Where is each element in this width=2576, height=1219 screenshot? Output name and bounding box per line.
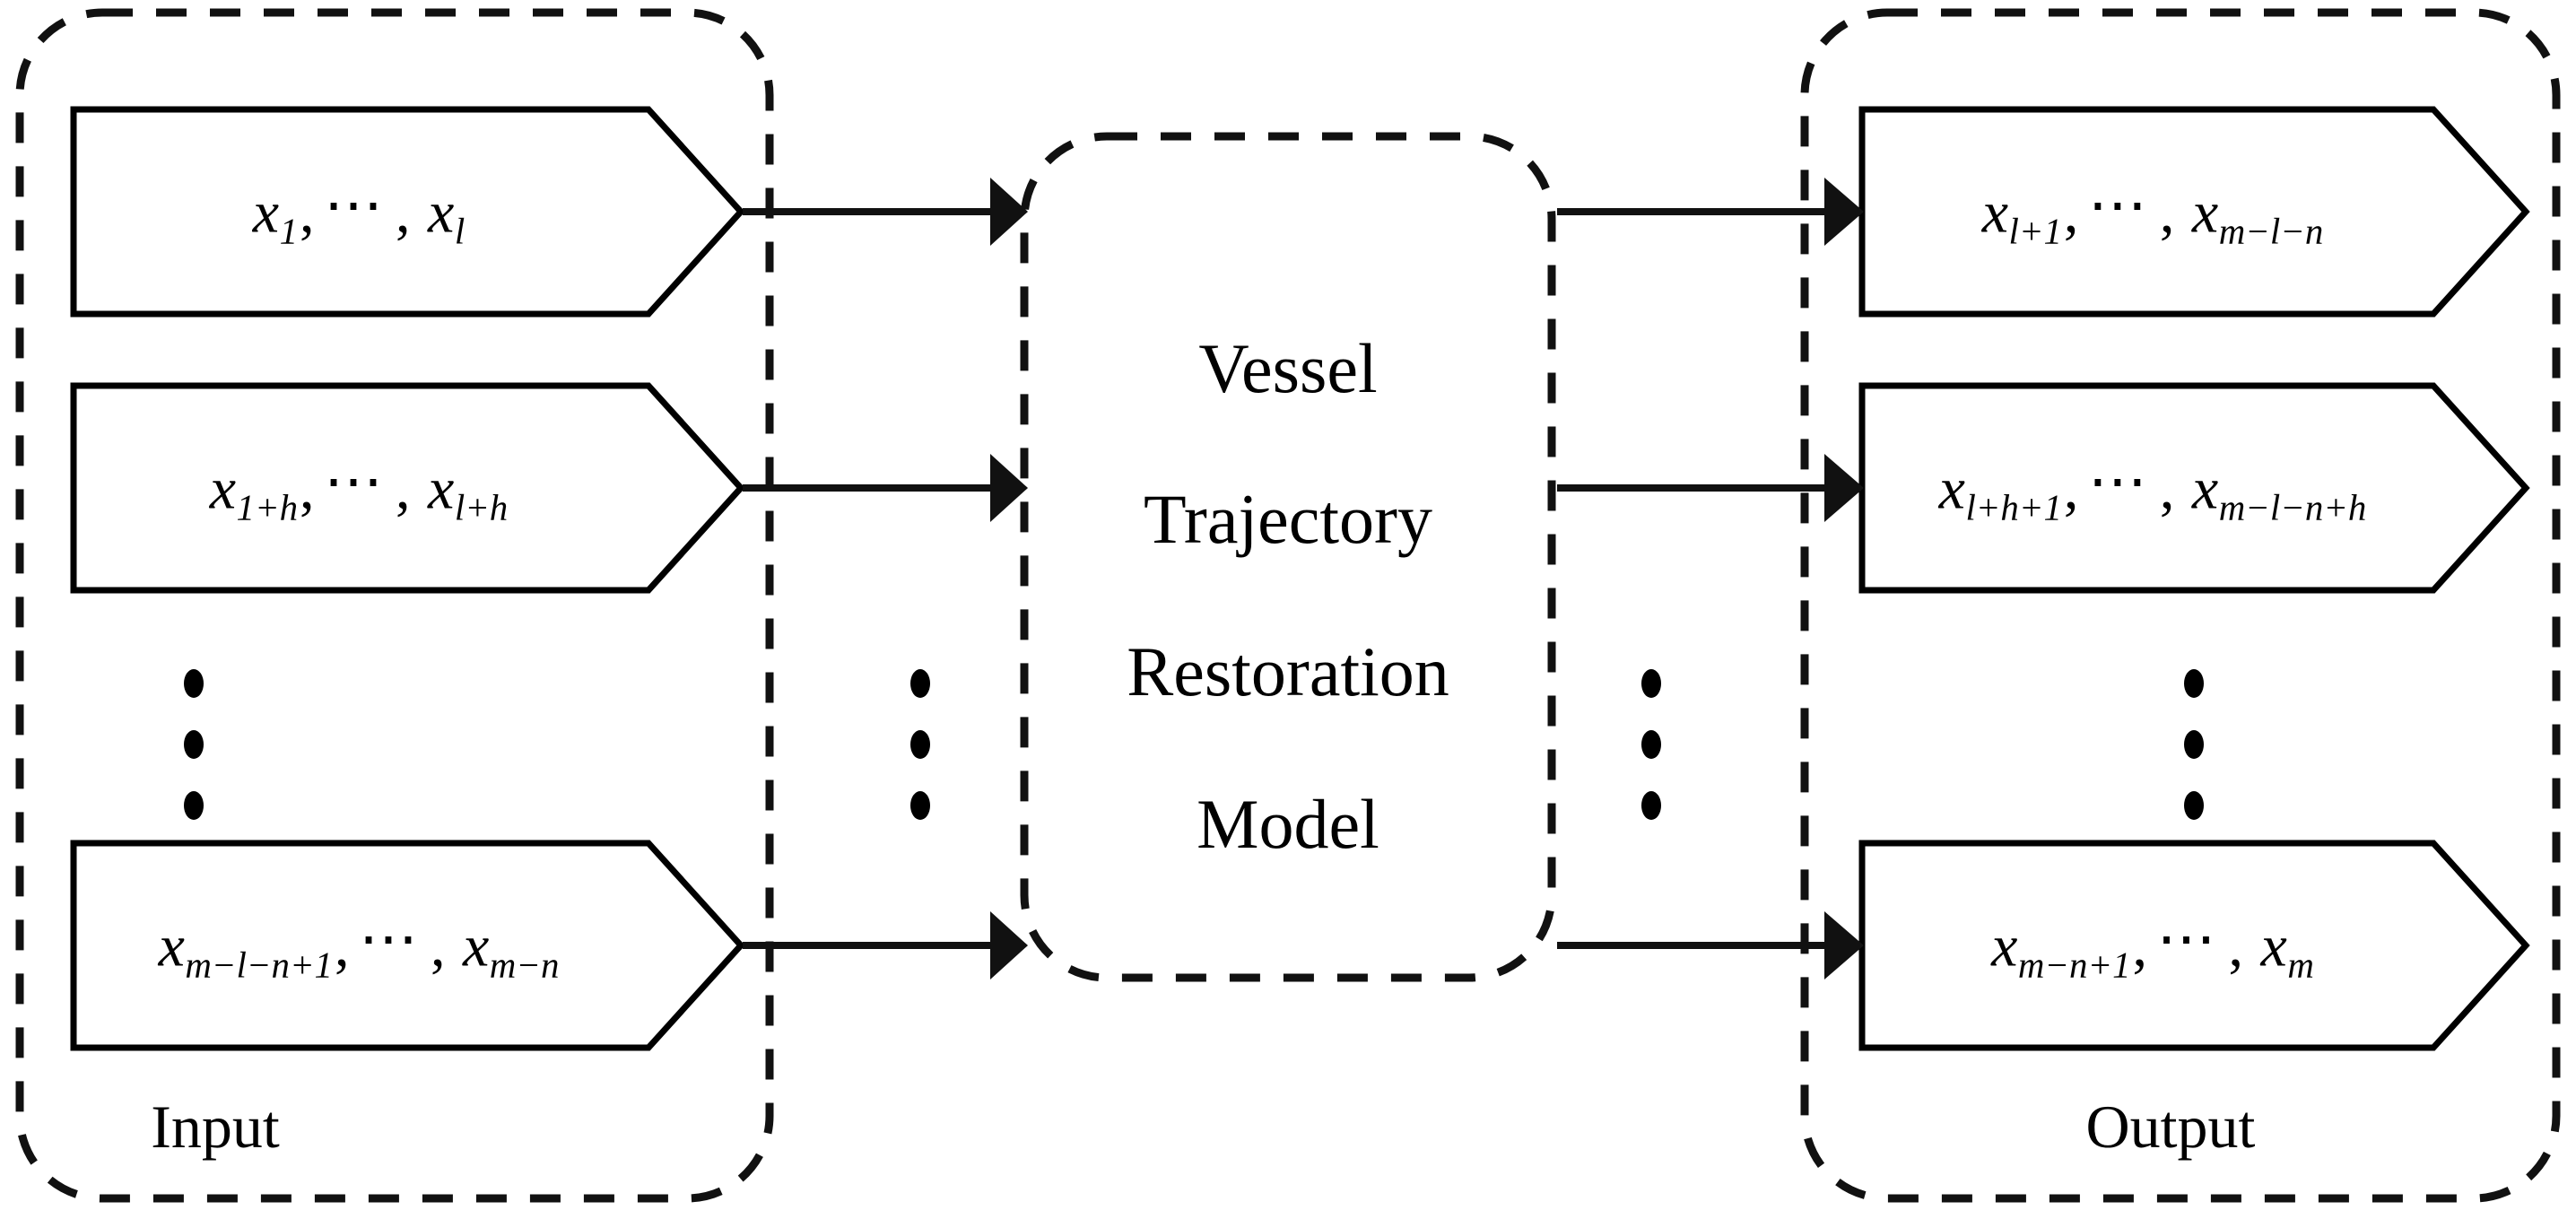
output-vertical-ellipsis: [2184, 669, 2204, 820]
input-box-1-last-sub: l: [454, 211, 466, 252]
arrow-out-1: [1557, 178, 1864, 246]
input-group-container: [15, 8, 774, 1203]
model-line-1: Vessel: [1198, 329, 1378, 407]
input-box-3-label: xm−l−n+1,⋯, xm−n: [158, 906, 560, 986]
input-vertical-ellipsis: [184, 669, 204, 820]
output-box-1-last-sub: m−l−n: [2218, 211, 2324, 252]
input-box-3-ellipsis: ⋯: [359, 906, 422, 972]
output-group-label: Output: [2085, 1093, 2256, 1161]
input-box-1-ellipsis: ⋯: [324, 172, 387, 239]
output-box-3-ellipsis: ⋯: [2156, 906, 2220, 972]
output-box-3-label: xm−n+1,⋯, xm: [1991, 906, 2314, 986]
output-box-3-shape[interactable]: [1858, 840, 2530, 1051]
output-box-2-ellipsis: ⋯: [2087, 448, 2151, 515]
input-box-1-first-sub: 1: [279, 211, 299, 252]
output-box-2-label: xl+h+1,⋯, xm−l−n+h: [1938, 448, 2367, 528]
input-group-label: Input: [151, 1093, 280, 1161]
input-gap-vertical-ellipsis: [910, 669, 930, 820]
model-line-3: Restoration: [1127, 632, 1449, 710]
input-box-3-shape[interactable]: [70, 840, 745, 1051]
output-box-1-label: xl+1,⋯, xm−l−n: [1981, 172, 2324, 252]
output-box-1-shape[interactable]: [1858, 106, 2530, 318]
arrow-in-3: [743, 911, 1028, 980]
arrow-in-1: [743, 178, 1028, 246]
input-box-3-last-sub: m−n: [489, 945, 560, 986]
model-line-2: Trajectory: [1143, 480, 1433, 558]
model-container: [1020, 132, 1556, 982]
input-box-2-first-var: x: [209, 456, 237, 522]
arrow-in-2: [743, 454, 1028, 522]
input-box-3-first-var: x: [158, 913, 186, 980]
output-box-3-first-sub: m−n+1: [2017, 945, 2131, 986]
input-box-2-ellipsis: ⋯: [324, 448, 387, 515]
output-box-2-shape[interactable]: [1858, 382, 2530, 594]
output-box-2-first-var: x: [1938, 456, 1966, 522]
output-box-3-first-var: x: [1991, 913, 2018, 980]
output-group-container: [1800, 8, 2561, 1203]
input-box-1-first-var: x: [252, 179, 280, 246]
input-box-2-first-sub: 1+h: [236, 487, 299, 528]
output-box-1-first-var: x: [1981, 179, 2009, 246]
input-box-1-last-var: x: [428, 179, 455, 246]
output-gap-vertical-ellipsis: [1641, 669, 1661, 820]
output-box-2-first-sub: l+h+1: [1965, 487, 2062, 528]
output-box-2-last-sub: m−l−n+h: [2218, 487, 2367, 528]
input-box-1-shape[interactable]: [70, 106, 745, 318]
output-box-1-ellipsis: ⋯: [2087, 172, 2151, 239]
input-box-2-label: x1+h,⋯, xl+h: [209, 448, 509, 528]
model-line-4: Model: [1197, 785, 1379, 863]
arrow-out-2: [1557, 454, 1864, 522]
input-box-2-last-sub: l+h: [454, 487, 509, 528]
input-box-1-label: x1,⋯, xl: [252, 172, 466, 252]
output-box-1-first-sub: l+1: [2008, 211, 2062, 252]
output-box-2-last-var: x: [2191, 456, 2219, 522]
input-box-3-first-sub: m−l−n+1: [185, 945, 334, 986]
input-box-2-shape[interactable]: [70, 382, 745, 594]
output-box-1-last-var: x: [2191, 179, 2219, 246]
input-box-3-last-var: x: [463, 913, 490, 980]
output-box-3-last-var: x: [2260, 913, 2288, 980]
arrow-out-3: [1557, 911, 1864, 980]
input-box-2-last-var: x: [428, 456, 455, 522]
output-box-3-last-sub: m: [2287, 945, 2314, 986]
